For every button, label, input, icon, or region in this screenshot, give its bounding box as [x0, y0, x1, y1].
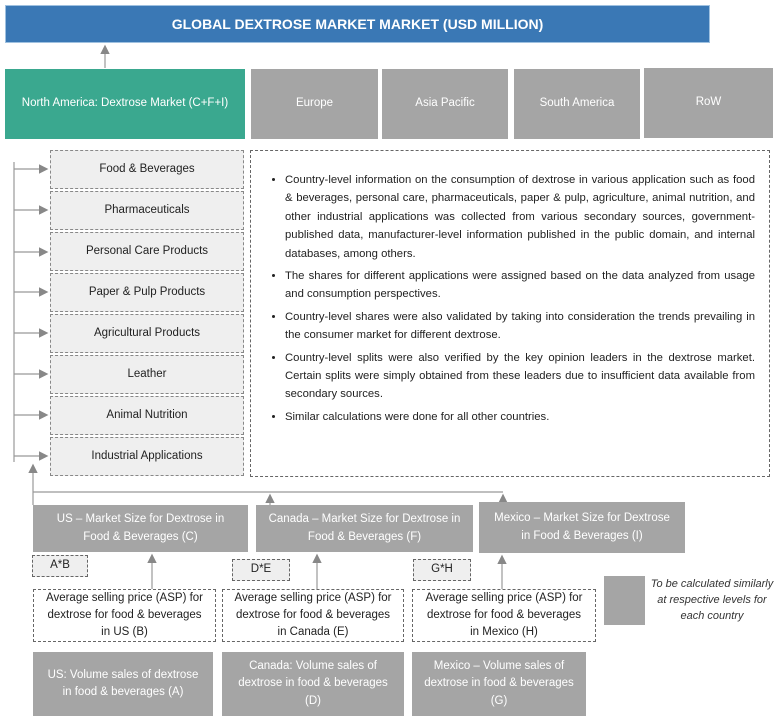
application-animal-nutrition: Animal Nutrition [50, 396, 244, 435]
us-market-size: US – Market Size for Dextrose in Food & … [33, 505, 248, 552]
note-item: The shares for different applications we… [285, 267, 755, 304]
region-row: RoW [644, 68, 773, 138]
note-item: Country-level shares were also validated… [285, 308, 755, 345]
note-item: Country-level splits were also verified … [285, 349, 755, 404]
mexico-market-size: Mexico – Market Size for Dextrose in Foo… [479, 502, 685, 553]
region-asia-pacific: Asia Pacific [382, 69, 508, 139]
us-formula: A*B [32, 555, 88, 577]
mexico-formula: G*H [413, 559, 471, 581]
application-industrial: Industrial Applications [50, 437, 244, 476]
us-asp: Average selling price (ASP) for dextrose… [33, 589, 216, 642]
us-volume: US: Volume sales of dextrose in food & b… [33, 652, 213, 716]
canada-formula: D*E [232, 559, 290, 581]
global-market-title: GLOBAL DEXTROSE MARKET MARKET (USD MILLI… [5, 5, 710, 43]
canada-market-size: Canada – Market Size for Dextrose in Foo… [256, 505, 473, 552]
application-agricultural: Agricultural Products [50, 314, 244, 353]
methodology-notes: Country-level information on the consump… [250, 150, 770, 477]
legend-swatch [604, 576, 645, 625]
application-pharmaceuticals: Pharmaceuticals [50, 191, 244, 230]
mexico-asp: Average selling price (ASP) for dextrose… [412, 589, 596, 642]
application-food-beverages: Food & Beverages [50, 150, 244, 189]
application-personal-care: Personal Care Products [50, 232, 244, 271]
application-leather: Leather [50, 355, 244, 394]
canada-volume: Canada: Volume sales of dextrose in food… [222, 652, 404, 716]
canada-asp: Average selling price (ASP) for dextrose… [222, 589, 404, 642]
note-item: Similar calculations were done for all o… [285, 408, 755, 426]
mexico-volume: Mexico – Volume sales of dextrose in foo… [412, 652, 586, 716]
application-paper-pulp: Paper & Pulp Products [50, 273, 244, 312]
region-north-america: North America: Dextrose Market (C+F+I) [5, 69, 245, 139]
region-south-america: South America [514, 69, 640, 139]
region-europe: Europe [251, 69, 378, 139]
legend-text: To be calculated similarly at respective… [650, 578, 774, 622]
note-item: Country-level information on the consump… [285, 171, 755, 263]
